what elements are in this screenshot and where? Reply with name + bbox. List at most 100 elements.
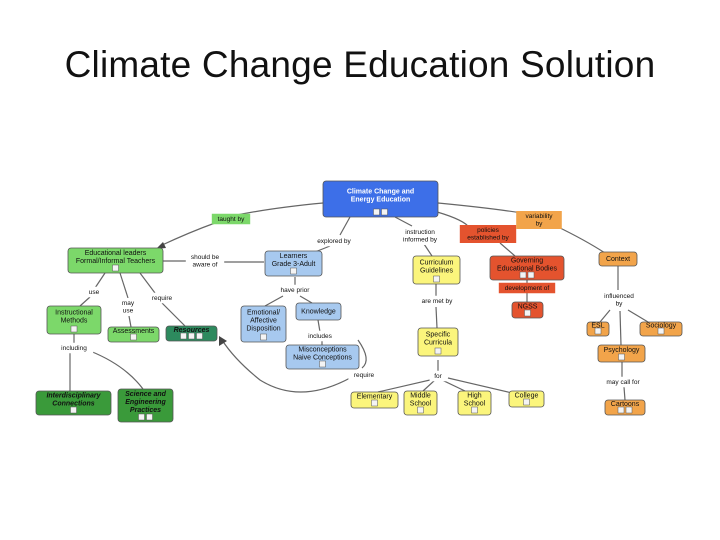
link-label-includes: includes [302, 330, 338, 342]
node-label: Elementary [357, 394, 393, 401]
resource-icon[interactable] [417, 406, 424, 414]
link-label-text: including [61, 345, 87, 352]
link-label-text: by [536, 221, 544, 228]
link-label-text: development of [505, 285, 550, 292]
node-box [597, 344, 646, 363]
link-label-use: use [85, 286, 103, 298]
node-label: Context [606, 256, 630, 263]
line-require-resources-2 [221, 339, 351, 393]
line-policies-governing [499, 242, 516, 257]
link-label-bg [311, 235, 357, 247]
page-title: Climate Change Education Solution [64, 44, 656, 85]
node-box [35, 390, 112, 416]
resource-icon[interactable] [290, 267, 297, 275]
node-label: Engineering [125, 399, 166, 406]
node-label: Naive Conceptions [293, 355, 352, 362]
resource-icon[interactable] [381, 208, 388, 216]
link-label-bg [429, 370, 447, 382]
resource-icon[interactable] [433, 275, 440, 283]
resource-icon[interactable] [527, 271, 535, 279]
link-label-bg [302, 330, 338, 342]
node-ngss: NGSS [511, 301, 544, 319]
node-label: Formal/Informal Teachers [76, 258, 156, 265]
link-label-are-met-by: are met by [416, 295, 458, 307]
resource-icon[interactable] [112, 264, 119, 272]
node-knowledge: Knowledge [295, 302, 342, 321]
node-esl: ESL [586, 321, 610, 337]
resource-icon[interactable] [138, 413, 145, 421]
resource-icon[interactable] [260, 333, 267, 341]
resource-icon[interactable] [434, 347, 442, 355]
resource-icon[interactable] [373, 208, 380, 216]
link-label-may-call-for: may call for [598, 376, 648, 388]
resource-icon[interactable] [196, 332, 203, 340]
resource-icon[interactable] [371, 399, 378, 407]
node-box [117, 388, 174, 423]
link-label-text: may [122, 300, 135, 307]
node-label: Misconceptions [298, 347, 347, 354]
resource-icon[interactable] [657, 327, 665, 335]
resource-icon[interactable] [180, 332, 187, 340]
link-label-bg [85, 286, 103, 298]
resource-icon[interactable] [524, 309, 531, 317]
node-label: Climate Change and [347, 189, 414, 196]
resource-icon[interactable] [70, 325, 78, 333]
node-box [457, 390, 492, 416]
node-label: Connections [52, 401, 94, 408]
resource-icon[interactable] [618, 353, 625, 361]
link-label-bg [274, 284, 316, 296]
node-box [598, 251, 638, 267]
node-box [295, 302, 342, 321]
line-leaders-use [94, 272, 106, 289]
node-box [489, 255, 565, 281]
node-context: Context [598, 251, 638, 267]
line-instruction-curriculum [423, 243, 433, 257]
resource-icon[interactable] [319, 360, 326, 368]
line-prior-emotional [264, 295, 284, 307]
resource-icon[interactable] [594, 327, 602, 335]
link-label-text: taught by [218, 216, 245, 223]
resource-icon[interactable] [146, 413, 153, 421]
connection-lines [69, 202, 649, 401]
node-label: Curricula [424, 340, 452, 347]
node-box [240, 305, 287, 343]
link-label-text: may call for [606, 379, 640, 386]
link-label-taught-by: taught by [211, 213, 251, 225]
node-label: Educational leaders [85, 250, 147, 257]
resource-icon[interactable] [188, 332, 195, 340]
node-label: Middle [410, 393, 431, 400]
node-label: ESL [591, 323, 604, 330]
resource-icon[interactable] [617, 406, 625, 414]
node-label: Guidelines [420, 268, 454, 275]
resource-icon[interactable] [519, 271, 527, 279]
node-label: Affective [250, 318, 277, 325]
resource-icon[interactable] [625, 406, 633, 414]
line-mayuse-assess [128, 315, 132, 328]
link-label-text: are met by [422, 298, 453, 305]
link-label-bg [459, 225, 517, 243]
resource-icon[interactable] [471, 406, 478, 414]
link-label-explored-by: explored by [311, 235, 357, 247]
link-label-text: require [354, 372, 375, 379]
link-label-text: established by [467, 235, 509, 242]
resource-icon[interactable] [523, 398, 530, 406]
arrow-to-resources [219, 336, 227, 346]
node-assessments: Assessments [107, 326, 160, 343]
resource-icon[interactable] [130, 333, 137, 341]
link-label-text: should be [191, 254, 220, 261]
node-label: Instructional [55, 310, 93, 317]
line-for-high [441, 379, 466, 392]
node-label: High [467, 393, 482, 400]
resource-icon[interactable] [70, 406, 77, 414]
